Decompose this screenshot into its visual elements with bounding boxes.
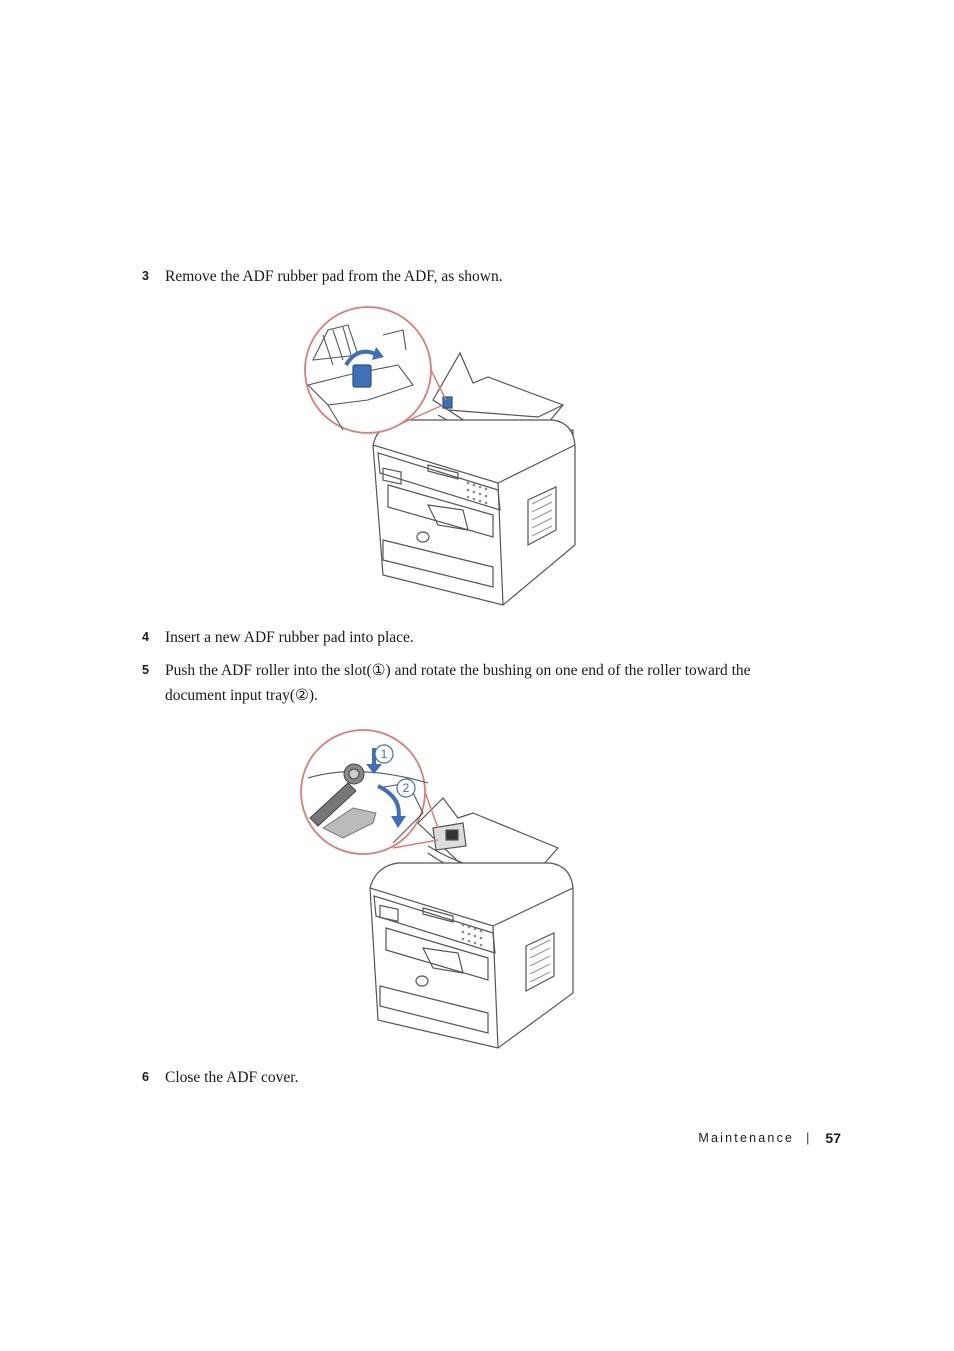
step-number: 5: [142, 663, 149, 677]
step-number: 6: [142, 1070, 149, 1084]
page-footer: Maintenance | 57: [698, 1130, 841, 1146]
figure-adf-roller: 1 2: [298, 728, 588, 1053]
step-text: Close the ADF cover.: [165, 1069, 299, 1086]
callout-2-label: 2: [403, 781, 410, 795]
footer-separator: |: [806, 1131, 810, 1145]
step-5: 5 Push the ADF roller into the slot(①) a…: [142, 658, 762, 708]
printer-illustration: [304, 306, 576, 606]
step-3: 3 Remove the ADF rubber pad from the ADF…: [142, 264, 762, 289]
page-number: 57: [825, 1130, 841, 1146]
callout-1-label: 1: [381, 747, 388, 761]
callout-1: [374, 744, 394, 764]
section-name: Maintenance: [698, 1131, 795, 1145]
step-text: Remove the ADF rubber pad from the ADF, …: [165, 268, 503, 285]
step-number: 4: [142, 630, 149, 644]
step-text: Push the ADF roller into the slot(①) and…: [165, 662, 751, 704]
figure-remove-rubber-pad: [288, 305, 588, 610]
step-4: 4 Insert a new ADF rubber pad into place…: [142, 625, 762, 650]
roller-rubber: [322, 807, 377, 839]
step-text: Insert a new ADF rubber pad into place.: [165, 629, 414, 646]
roller-shaft: [309, 782, 357, 827]
callout-2: [396, 778, 416, 798]
printer-illustration: 1 2: [300, 729, 574, 1049]
step-6: 6 Close the ADF cover.: [142, 1065, 762, 1090]
rubber-pad-shape: [352, 364, 372, 388]
step-number: 3: [142, 269, 149, 283]
